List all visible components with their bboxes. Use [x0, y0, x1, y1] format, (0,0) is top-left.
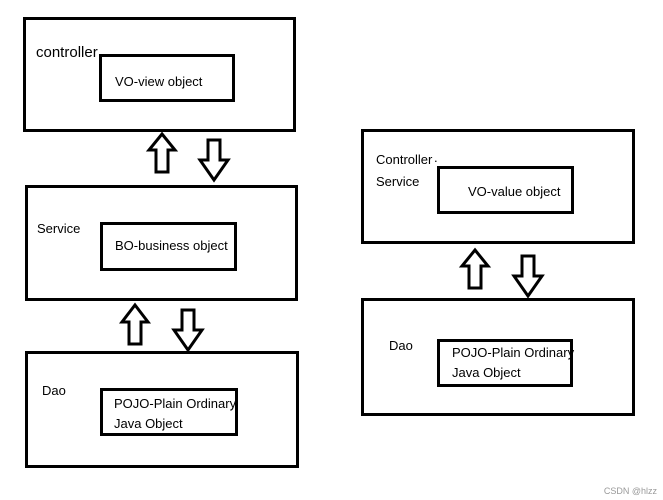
dao-label: Dao [42, 383, 66, 398]
service-label: Service [37, 221, 81, 236]
watermark: CSDN @hlzz [603, 486, 657, 496]
controller-label: controller [36, 44, 98, 61]
up-arrow-icon [145, 131, 179, 174]
bo-business-object-box [100, 222, 237, 271]
vo-view-object-box [99, 54, 235, 102]
up-arrow-icon [118, 302, 152, 346]
service-right-label: Service [376, 174, 420, 189]
controller-right-dot: . [434, 150, 438, 165]
vo-value-object-box [437, 166, 574, 214]
pojo-box [100, 388, 238, 436]
pojo-label: POJO-Plain Ordinary Java Object [114, 396, 237, 431]
controller-right-label: Controller [376, 152, 433, 167]
pojo-right-label: POJO-Plain Ordinary Java Object [452, 345, 575, 380]
controller-service-box [361, 129, 635, 244]
dao-right-label: Dao [389, 338, 413, 353]
down-arrow-icon [171, 308, 205, 353]
vo-view-object-label: VO-view object [115, 74, 203, 89]
pojo-right-box [437, 339, 573, 387]
vo-value-object-label: VO-value object [468, 184, 561, 199]
down-arrow-icon [197, 138, 231, 183]
bo-business-object-label: BO-business object [115, 238, 228, 253]
up-arrow-icon [458, 247, 492, 290]
down-arrow-icon [511, 254, 545, 299]
